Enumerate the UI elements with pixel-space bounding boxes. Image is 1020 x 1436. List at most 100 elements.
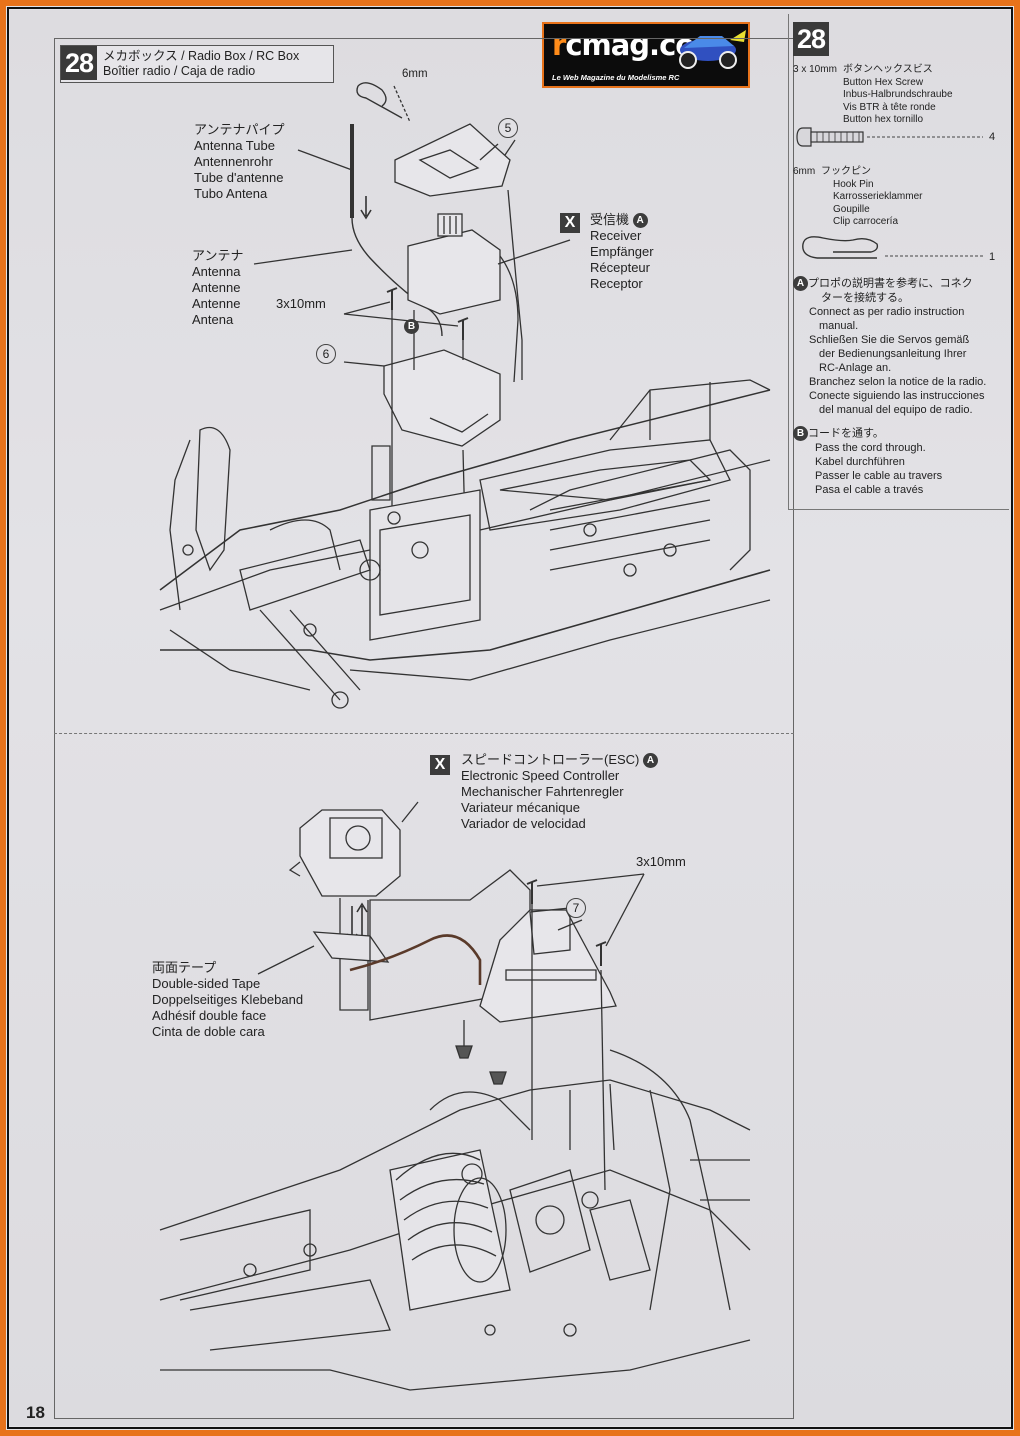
main-instruction-box [54, 38, 794, 1419]
sidebar-screw-names: ボタンヘックスビス Button Hex Screw Inbus-Halbrun… [843, 64, 953, 127]
note-a-jp-1: プロポの説明書を参考に、コネク [808, 277, 973, 290]
part-7-callout: 7 [566, 898, 586, 918]
esc-not-included-x-icon: X [430, 755, 450, 775]
receiver-icon [407, 229, 501, 315]
note-a-de-3: RC-Anlage an. [819, 362, 892, 374]
pin-name-en: Hook Pin [833, 178, 874, 190]
manual-page: rcmag.com Le Web Magazine du Modelisme R… [10, 10, 1010, 1426]
receiver-label: 受信機 A Receiver Empfänger Récepteur Recep… [590, 212, 654, 292]
hook-pin-icon [356, 82, 403, 119]
assembly-illustrations [159, 82, 771, 1391]
screw-name-fr: Vis BTR à tête ronde [843, 101, 936, 113]
step-title: メカボックス / Radio Box / RC Box Boîtier radi… [103, 49, 299, 79]
antenna-de: Antenne [192, 280, 241, 295]
screw-size-label: 3x10mm [276, 296, 326, 311]
sidebar-pin-size: 6mm [793, 166, 816, 177]
tape-label: 両面テープ Double-sided Tape Doppelseitiges K… [152, 960, 303, 1040]
note-b-de: Kabel durchführen [815, 456, 905, 468]
tape-de: Doppelseitiges Klebeband [152, 992, 304, 1007]
esc-en: Electronic Speed Controller [461, 768, 620, 784]
tape-fr: Adhésif double face [152, 1008, 267, 1023]
note-a-es-2: del manual del equipo de radio. [819, 404, 973, 416]
logo-tagline: Le Web Magazine du Modelisme RC [552, 73, 680, 82]
rc-car-logo-icon [679, 30, 746, 69]
sidebar-screw-size: 3 x 10mm [793, 64, 837, 75]
antenna-en: Antenna [192, 264, 241, 279]
hook-pin-icon [802, 236, 983, 259]
step-number: 28 [61, 46, 97, 80]
antenna-label: アンテナ Antenna Antenne Antenne Antena [192, 248, 243, 328]
sidebar-pin-qty: 1 [989, 251, 996, 263]
antenna-jp: アンテナ [192, 248, 244, 263]
note-a-es-1: Conecte siguiendo las instrucciones [809, 390, 985, 402]
a-mark-icon: A [632, 213, 648, 229]
antenna-fr: Antenne [192, 296, 241, 311]
double-sided-tape-icon [312, 931, 390, 963]
esc-label: スピードコントローラー(ESC) A Electronic Speed Cont… [461, 752, 659, 832]
sidebar-pin-names: フックピン Hook Pin Karrosserieklammer Goupil… [821, 166, 922, 229]
screw-name-jp: ボタンヘックスビス [843, 64, 933, 75]
step-title-line1: メカボックス / Radio Box / RC Box [103, 49, 300, 63]
part-5-callout: 5 [498, 118, 518, 138]
antenna-tube-fr: Tube d'antenne [194, 170, 284, 185]
section-divider [54, 733, 794, 734]
tape-jp: 両面テープ [152, 960, 217, 975]
note-b-fr: Passer le cable au travers [815, 470, 943, 482]
pin-name-de: Karrosserieklammer [833, 191, 923, 202]
esc-es: Variador de velocidad [461, 816, 586, 832]
note-a-en-1: Connect as per radio instruction [809, 306, 965, 318]
rcmag-logo[interactable]: rcmag.com Le Web Magazine du Modelisme R… [542, 22, 750, 88]
pin-name-fr: Goupille [833, 203, 870, 215]
b-mark-icon: B [404, 319, 419, 335]
tape-en: Double-sided Tape [152, 976, 261, 991]
receiver-fr: Récepteur [590, 260, 650, 276]
esc-jp: スピードコントローラー(ESC) [461, 752, 640, 767]
antenna-es: Antena [192, 312, 234, 327]
b-mark-icon: B [793, 426, 808, 441]
receiver-es: Receptor [590, 276, 643, 292]
antenna-tube-jp: アンテナパイプ [194, 122, 285, 137]
esc-icon [299, 809, 401, 897]
note-b-jp: コードを通す。 [808, 427, 884, 440]
a-mark-icon: A [793, 276, 808, 291]
antenna-tube-de: Antennenrohr [194, 154, 273, 169]
page-number: 18 [26, 1403, 45, 1422]
antenna-tube-en: Antenna Tube [194, 138, 275, 153]
sidebar-screw-qty: 4 [989, 131, 996, 143]
screw-size-label-2: 3x10mm [636, 854, 686, 869]
radio-box-icon [383, 349, 501, 447]
esc-de: Mechanischer Fahrtenregler [461, 784, 624, 800]
step-title-line2: Boîtier radio / Caja de radio [103, 64, 256, 78]
esc-mount-icon [479, 909, 617, 1023]
receiver-cover-icon [394, 123, 511, 197]
receiver-en: Receiver [590, 228, 642, 244]
note-a-de-2: der Bedienungsanleitung Ihrer [819, 348, 967, 360]
note-b-marker: B [404, 318, 419, 336]
receiver-jp: 受信機 [590, 212, 630, 227]
screw-name-es: Button hex tornillo [843, 114, 924, 125]
receiver-de: Empfänger [590, 244, 654, 260]
step-title-box: 28 メカボックス / Radio Box / RC Box Boîtier r… [60, 45, 334, 83]
pin-name-jp: フックピン [821, 166, 871, 177]
note-a-en-2: manual. [819, 320, 859, 332]
not-included-x-icon: X [560, 213, 580, 233]
parts-sidebar: 28 3 x 10mm ボタンヘックスビス Button Hex Screw I… [788, 14, 1009, 510]
sidebar-step-number: 28 [793, 22, 829, 56]
screw-name-de: Inbus-Halbrundschraube [843, 89, 953, 100]
note-a-fr: Branchez selon la notice de la radio. [809, 376, 987, 388]
tape-es: Cinta de doble cara [152, 1024, 265, 1039]
part-6-callout: 6 [316, 344, 336, 364]
screw-name-en: Button Hex Screw [843, 76, 924, 88]
a-mark-icon: A [643, 753, 659, 769]
antenna-tube-es: Tubo Antena [194, 186, 268, 201]
antenna-tube-label: アンテナパイプ Antenna Tube Antennenrohr Tube d… [194, 122, 284, 202]
note-b-es: Pasa el cable a través [815, 484, 924, 496]
note-a-jp-2: ターを接続する。 [821, 292, 909, 304]
button-hex-screw-icon [796, 127, 983, 147]
pin-size-label: 6mm [402, 68, 428, 80]
note-a-de-1: Schließen Sie die Servos gemäß [809, 334, 970, 346]
pin-name-es: Clip carrocería [833, 216, 899, 227]
note-b-en: Pass the cord through. [815, 442, 926, 454]
